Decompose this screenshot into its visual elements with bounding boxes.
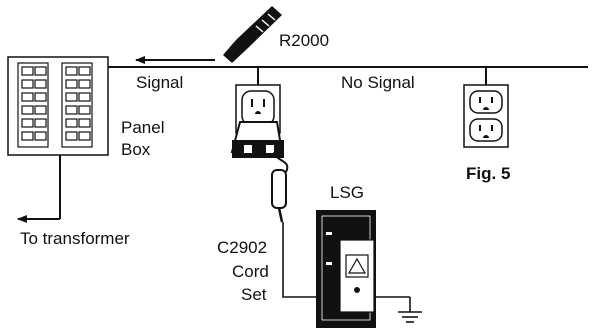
panel-box — [7, 56, 109, 156]
lsg-label: LSG — [330, 183, 365, 202]
plug-adapter — [230, 121, 284, 158]
breaker-column-right — [61, 62, 93, 148]
signal-label: Signal — [136, 73, 184, 92]
breaker-column-left — [17, 62, 49, 148]
ground-icon — [398, 297, 422, 323]
box-label: Box — [121, 140, 151, 159]
r2000-label: R2000 — [279, 31, 330, 50]
figure-number: Fig. 5 — [466, 164, 511, 183]
panel-label: Panel — [121, 118, 165, 137]
r2000-probe — [223, 6, 282, 63]
outlet-no-signal — [463, 84, 509, 148]
cord-label-line3: Set — [241, 285, 267, 304]
transformer-feed — [17, 155, 61, 223]
cord-label-line2: Cord — [232, 262, 269, 281]
lsg-device — [316, 210, 376, 328]
circuit-wire — [108, 66, 588, 85]
no-signal-label: No Signal — [341, 73, 415, 92]
transformer-label: To transformer — [20, 229, 130, 248]
cord-label-line1: C2902 — [217, 238, 268, 257]
